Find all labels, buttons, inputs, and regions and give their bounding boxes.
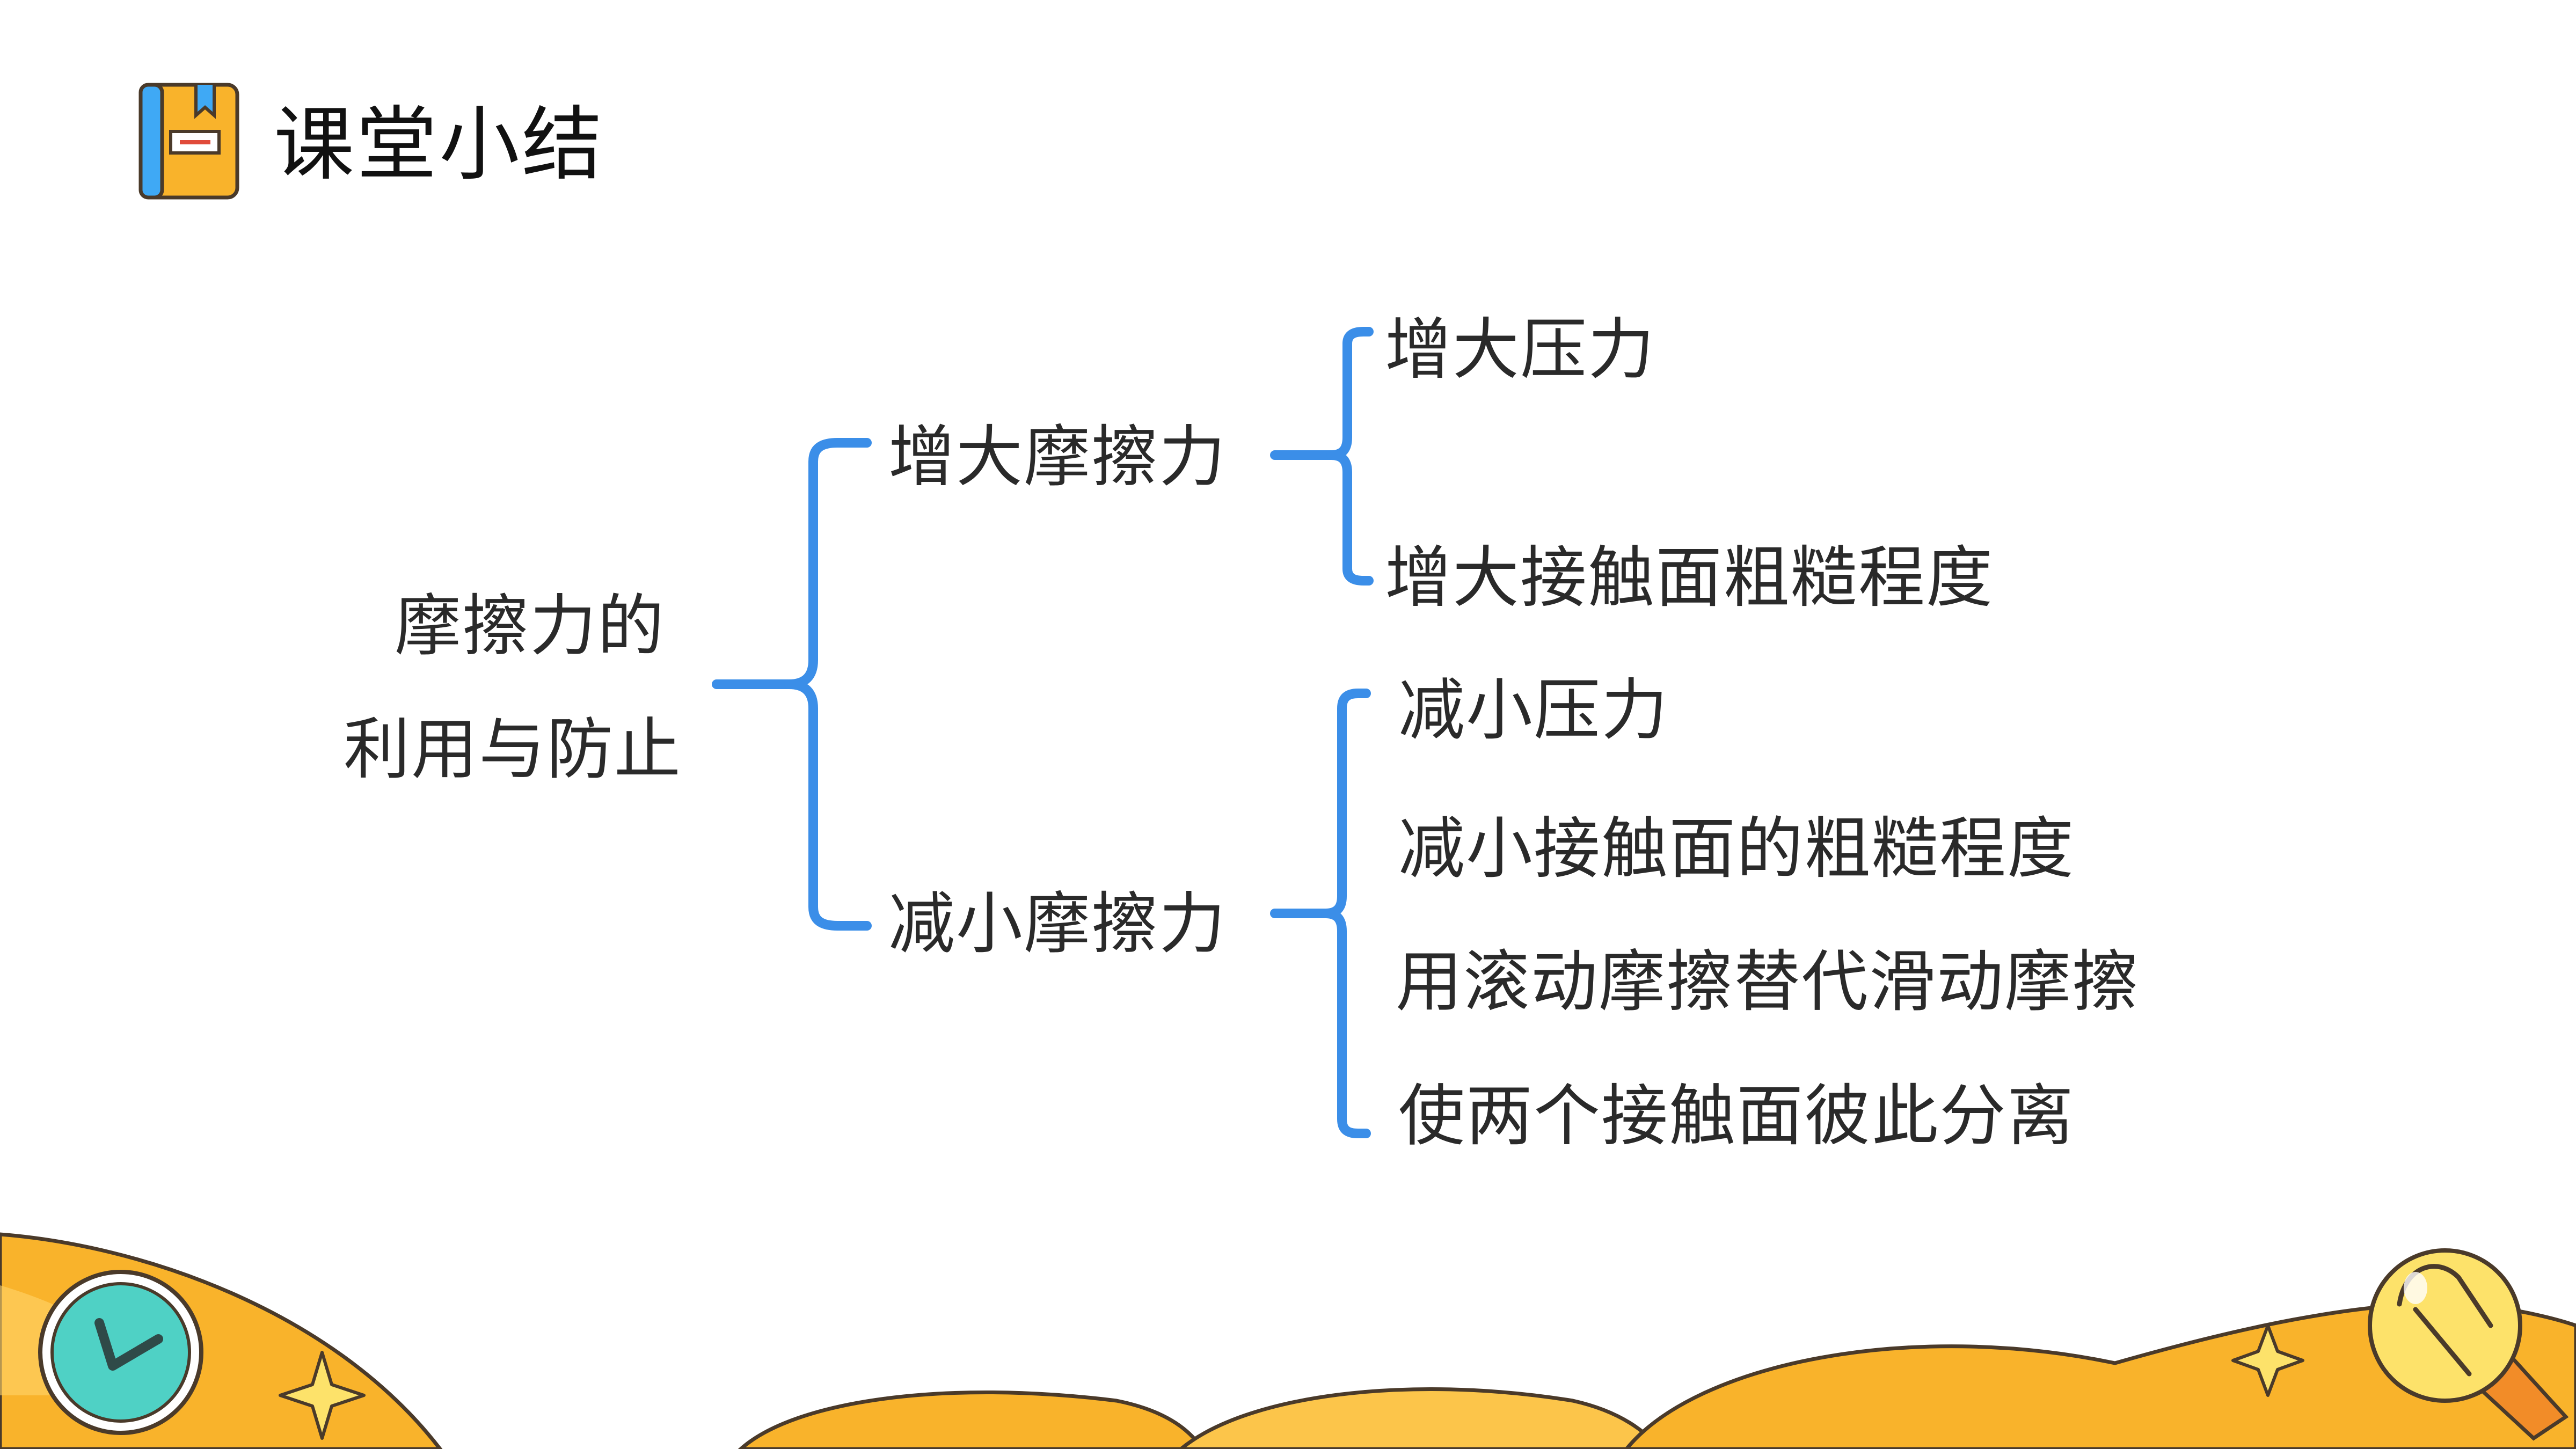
bottom-hills <box>0 1232 2576 1449</box>
lightbulb-icon <box>2368 1248 2569 1441</box>
mindmap-root-line2: 利用与防止 <box>344 711 682 788</box>
mindmap-root-line1: 摩擦力的 <box>395 588 666 665</box>
sparkle-icon <box>279 1324 2304 1440</box>
slide-title: 课堂小结 <box>274 98 605 192</box>
leaf-increase-pressure: 增大压力 <box>1385 311 1656 389</box>
clock-icon <box>38 1270 203 1435</box>
leaf-separate-surfaces: 使两个接触面彼此分离 <box>1398 1078 2075 1155</box>
branch-decrease-friction: 减小摩擦力 <box>888 885 1227 963</box>
leaf-decrease-roughness: 减小接触面的粗糙程度 <box>1398 810 2075 888</box>
leaf-rolling-instead-of-sliding: 用滚动摩擦替代滑动摩擦 <box>1396 943 2140 1021</box>
leaf-increase-roughness: 增大接触面粗糙程度 <box>1385 539 1994 617</box>
branch-increase-friction: 增大摩擦力 <box>888 419 1227 496</box>
leaf-decrease-pressure: 减小压力 <box>1398 672 1669 749</box>
